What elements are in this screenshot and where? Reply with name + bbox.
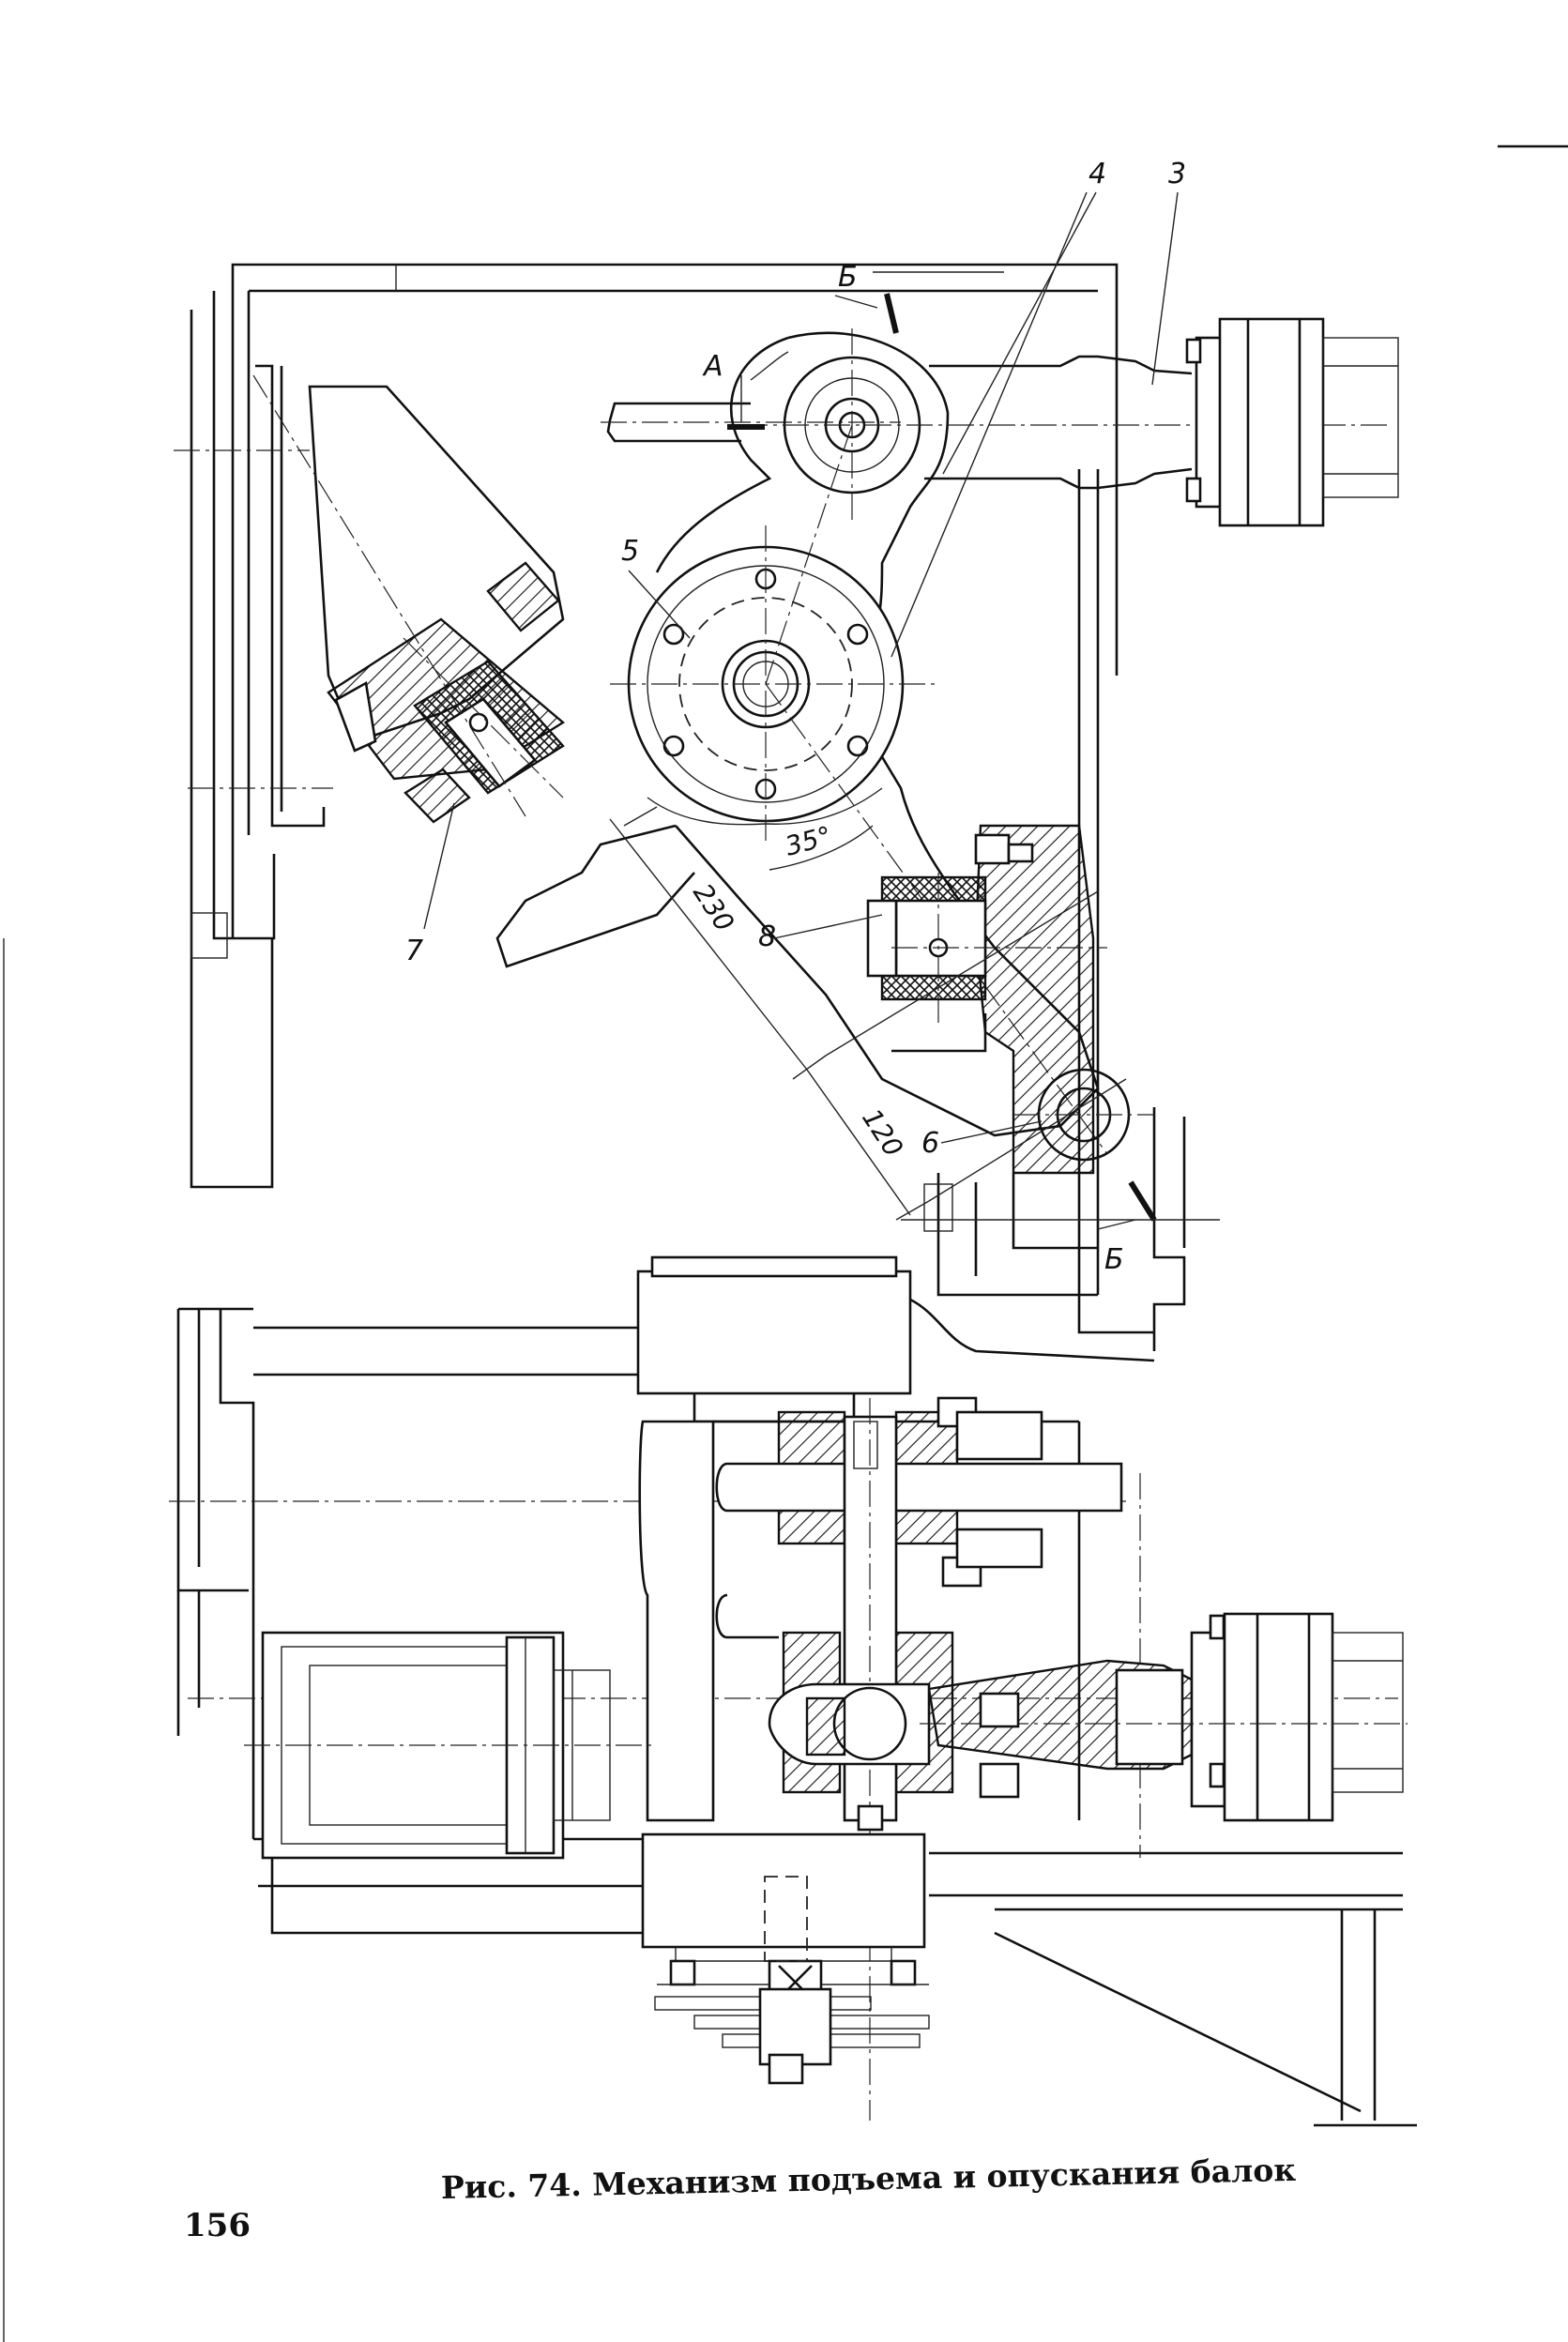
- page-edge: [3, 144, 1568, 2342]
- dimension-labels: 35° 230 120: [687, 820, 909, 1163]
- section-label-b-bottom: Б: [1104, 1243, 1124, 1276]
- left-bracket: [252, 374, 566, 930]
- gearbox: [638, 1396, 1408, 2121]
- section-label-a: А: [702, 350, 723, 383]
- part-label-8: 8: [758, 920, 776, 953]
- part-label-7: 7: [405, 935, 423, 967]
- shaft-stub-left: [601, 402, 901, 443]
- bottom-motor: [641, 1833, 930, 2085]
- stop-block: [866, 824, 1154, 1297]
- dimension-angle-35: 35°: [782, 820, 834, 862]
- upper-view-frame: [174, 263, 1186, 1351]
- left-cylinder: [244, 1631, 657, 1860]
- top-housing: [636, 1255, 1155, 1423]
- leader-lines: [628, 191, 1179, 1144]
- section-labels: Б А Б: [702, 261, 1124, 1276]
- part-label-4: 4: [1088, 158, 1106, 190]
- lever-arm: [495, 317, 1399, 1155]
- part-labels: 4 3 5 7 8 6: [405, 158, 1186, 1160]
- part-label-5: 5: [621, 535, 639, 568]
- section-marks: [727, 271, 1157, 1230]
- dimension-lines: [609, 806, 1220, 1221]
- part-label-6: 6: [921, 1127, 939, 1160]
- section-label-b-top: Б: [838, 261, 858, 294]
- page-number: 156: [184, 2207, 251, 2244]
- dimension-120: 120: [856, 1103, 909, 1163]
- part-label-3: 3: [1168, 158, 1186, 190]
